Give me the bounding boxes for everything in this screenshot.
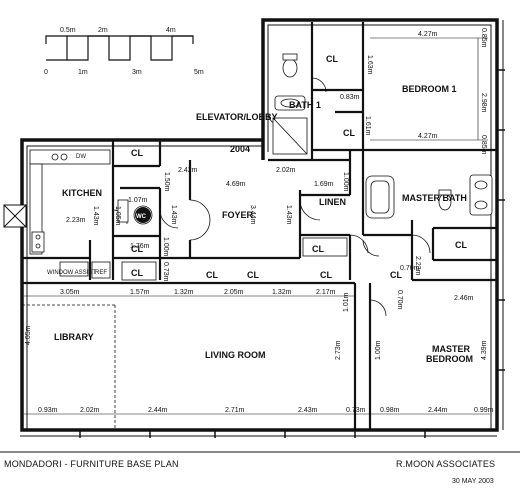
room-master-bath: MASTER BATH	[402, 193, 467, 203]
partition-lines	[22, 304, 116, 430]
dim-wc-h: 1.05m	[114, 206, 121, 226]
closet-label: CL	[390, 270, 402, 280]
scale-tick-top-1: 0.5m	[60, 27, 76, 34]
dim-bot-2: 2.02m	[80, 407, 100, 414]
dim-foyer-h: 3.44m	[249, 205, 256, 225]
wc-symbol	[135, 207, 151, 223]
dim-mb-w: 2.46m	[454, 295, 474, 302]
dim-mb-h: 2.23m	[414, 256, 421, 276]
window-bay	[3, 204, 27, 228]
dim-b1-bottom: 4.27m	[418, 133, 438, 140]
label-ref: REF	[95, 270, 107, 276]
dim-bath1-h: 1.61m	[364, 116, 371, 136]
dim-linen-h: 1.00m	[342, 172, 349, 192]
dim-pan-w: 1.76m	[130, 243, 150, 250]
closet-label: CL	[320, 270, 332, 280]
closet-label: CL	[343, 128, 355, 138]
closet-label: CL	[131, 148, 143, 158]
dim-bot-4: 2.71m	[225, 407, 245, 414]
dim-linen-w: 1.69m	[314, 181, 334, 188]
dim-kit-h: 1.43m	[92, 206, 99, 226]
wc-label: WC	[136, 214, 147, 220]
dim-bot-8: 2.44m	[428, 407, 448, 414]
dim-mb-v: 0.70m	[400, 265, 420, 272]
label-dw: DW	[76, 154, 86, 160]
mullions	[79, 69, 505, 438]
footer-firm: R.MOON ASSOCIATES	[396, 459, 495, 469]
dim-b1-side: 2.98m	[480, 93, 487, 113]
dim-row-4: 2.05m	[224, 289, 244, 296]
dim-hall-v: 1.01m	[343, 292, 350, 312]
closet-label: CL	[131, 268, 143, 278]
dim-b1-r1: 0.85m	[480, 28, 487, 48]
dim-cl2-h: 1.50m	[163, 172, 170, 192]
dim-row-3: 1.32m	[174, 289, 194, 296]
dim-bot-6: 0.73m	[346, 407, 366, 414]
dim-wc-side: 1.00m	[162, 237, 169, 257]
dim-lib-h: 4.05m	[25, 325, 32, 345]
room-living: LIVING ROOM	[205, 350, 266, 360]
dim-row-5: 1.32m	[272, 289, 292, 296]
dim-mbed-h: 4.39m	[481, 340, 488, 360]
dim-foyer-l: 1.43m	[170, 205, 177, 225]
room-kitchen: KITCHEN	[62, 188, 102, 198]
scale-tick-bottom-2: 1m	[78, 69, 88, 76]
closet-label: CL	[326, 54, 338, 64]
closet-label: CL	[455, 240, 467, 250]
dim-cl-v: 1.63m	[366, 55, 373, 75]
dim-foyer-w3: 4.69m	[226, 181, 246, 188]
scale-tick-bottom-1: 0	[44, 69, 48, 76]
dim-bot-7: 0.98m	[380, 407, 400, 414]
dim-hall-v2: 1.00m	[375, 340, 382, 360]
dim-row-2: 1.57m	[130, 289, 150, 296]
dim-bot-5: 2.43m	[298, 407, 318, 414]
dim-bath1-w: 0.83m	[340, 94, 360, 101]
room-bath1: BATH 1	[289, 100, 321, 110]
dim-foyer-w2: 2.02m	[276, 167, 296, 174]
dim-mb-v2: 0.70m	[396, 290, 403, 310]
unit-number: 2004	[230, 144, 250, 154]
dim-row-1: 3.05m	[60, 289, 80, 296]
footer-title: MONDADORI - FURNITURE BASE PLAN	[4, 459, 179, 469]
closet-label: CL	[312, 244, 324, 254]
doors	[112, 77, 431, 317]
scale-tick-top-2: 2m	[98, 27, 108, 34]
dim-wc-w: 1.07m	[128, 197, 148, 204]
dim-bot-1: 0.93m	[38, 407, 58, 414]
closet-label: CL	[206, 270, 218, 280]
scale-tick-top-3: 4m	[166, 27, 176, 34]
dim-row-6: 2.17m	[316, 289, 336, 296]
dim-bot-3: 2.44m	[148, 407, 168, 414]
closet-label: CL	[131, 244, 143, 254]
closet-label: CL	[247, 270, 259, 280]
dim-foyer-r: 1.43m	[285, 205, 292, 225]
room-elevator-lobby: ELEVATOR/LOBBY	[196, 112, 278, 122]
room-bedroom1: BEDROOM 1	[402, 84, 457, 94]
dim-kit-w: 2.23m	[66, 217, 86, 224]
room-linen: LINEN	[319, 197, 346, 207]
scale-tick-bottom-3: 3m	[132, 69, 142, 76]
scale-tick-bottom-4: 5m	[194, 69, 204, 76]
dim-liv-h: 2.73m	[335, 340, 342, 360]
interior-walls	[22, 22, 497, 430]
room-library: LIBRARY	[54, 332, 94, 342]
dim-bot-9: 0.99m	[474, 407, 494, 414]
room-master-bedroom-line2: BEDROOM	[426, 354, 473, 364]
dimension-lines	[24, 37, 490, 415]
scale-bar	[45, 35, 194, 61]
footer-date: 30 MAY 2003	[452, 478, 494, 485]
dim-b1-r2: 0.85m	[480, 135, 487, 155]
dim-cl-low: 0.73m	[162, 262, 169, 282]
label-window-assist: WINDOW ASSIST	[47, 270, 96, 276]
room-master-bedroom-line1: MASTER	[432, 344, 471, 354]
dim-b1-top: 4.27m	[418, 31, 438, 38]
room-foyer: FOYER	[222, 210, 254, 220]
outer-walls	[20, 18, 499, 432]
dim-foyer-w1: 2.42m	[178, 167, 198, 174]
